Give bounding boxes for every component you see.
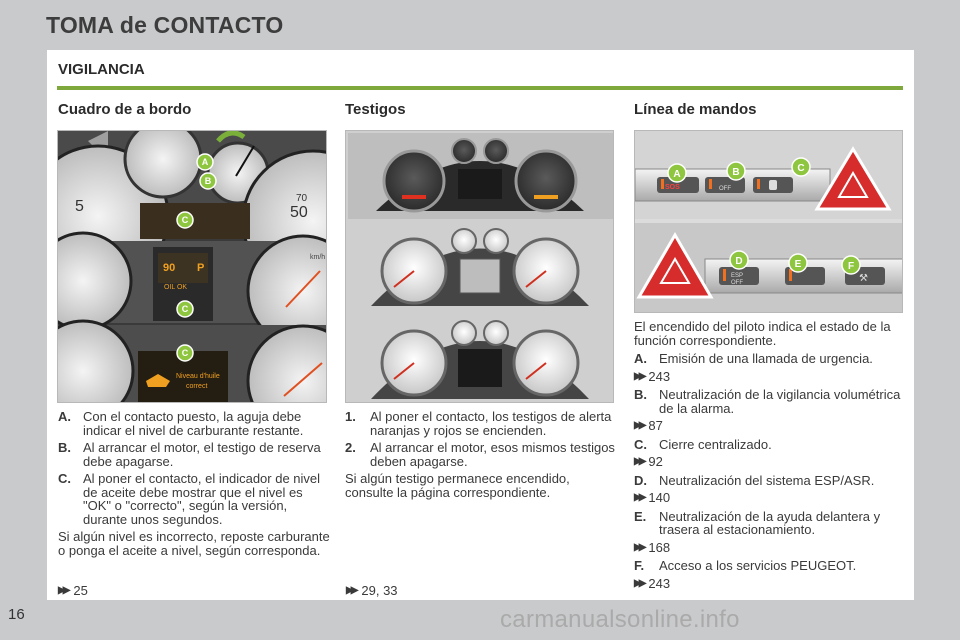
list-item: E.Neutralización de la ayuda delantera y…: [634, 508, 881, 537]
double-arrow-icon: ▶▶: [58, 585, 71, 596]
frame-right: [914, 50, 960, 640]
double-arrow-icon: ▶▶: [634, 370, 647, 382]
badge-c-middle: C: [182, 304, 189, 314]
page-ref[interactable]: ▶▶243: [634, 368, 671, 384]
list-item: 1.Al poner el contacto, los testigos de …: [345, 409, 612, 438]
page-ref[interactable]: ▶▶168: [634, 539, 671, 555]
frame-left: [0, 50, 47, 640]
svg-text:km/h: km/h: [310, 254, 325, 261]
page-ref[interactable]: ▶▶87: [634, 418, 663, 433]
mandos-intro: El encendido del piloto indica el estado…: [634, 319, 891, 348]
cuadro-text: A.Con el contacto puesto, la aguja debe …: [58, 410, 330, 557]
badge-b: B: [205, 176, 212, 186]
header-band: [0, 0, 960, 50]
testigos-page-ref[interactable]: ▶▶29, 33: [346, 583, 398, 598]
svg-text:5: 5: [75, 198, 84, 215]
double-arrow-icon: ▶▶: [634, 541, 647, 553]
svg-text:50: 50: [290, 204, 308, 221]
badge-f: F: [848, 261, 854, 272]
testigos-paragraph: Si algún testigo permanece encendido, co…: [345, 471, 570, 500]
badge-c: C: [797, 163, 804, 174]
page-ref[interactable]: ▶▶243: [634, 575, 671, 591]
oil-correct-display-line2: correct: [186, 383, 207, 390]
badge-b: B: [732, 167, 739, 178]
cuadro-paragraph: Si algún nivel es incorrecto, reposte ca…: [58, 529, 330, 558]
list-item: 2.Al arrancar el motor, esos mismos test…: [345, 440, 615, 469]
page-number: 16: [8, 606, 25, 623]
instrument-clusters-illustration: [348, 133, 613, 402]
page-ref[interactable]: ▶▶140: [634, 490, 671, 505]
alarm-off-label: OFF: [719, 186, 731, 192]
badge-a: A: [202, 157, 209, 167]
mandos-photo: SOS OFF ESP OFF ⚒ A B C D E F: [634, 130, 903, 313]
list-item: F.Acceso a los servicios PEUGEOT.: [634, 558, 857, 573]
list-item: C.Cierre centralizado.: [634, 436, 772, 452]
svg-text:90: 90: [163, 262, 175, 274]
badge-d: D: [735, 256, 742, 267]
double-arrow-icon: ▶▶: [346, 585, 359, 596]
hazard-triangle-icon: [636, 232, 714, 299]
oil-correct-display-line1: Niveau d'huile: [176, 373, 220, 380]
svg-text:P: P: [197, 262, 204, 274]
double-arrow-icon: ▶▶: [634, 420, 647, 431]
section-divider: [57, 86, 903, 90]
list-item: D.Neutralización del sistema ESP/ASR.: [634, 472, 875, 488]
badge-c-top: C: [182, 215, 189, 225]
double-arrow-icon: ▶▶: [634, 577, 647, 589]
watermark: carmanualsonline.info: [500, 606, 740, 633]
section-title: VIGILANCIA: [58, 61, 145, 78]
list-item: B.Neutralización de la vigilancia volumé…: [634, 387, 901, 416]
testigos-photo: [345, 130, 614, 403]
badge-e: E: [795, 259, 802, 270]
heading-linea-de-mandos: Línea de mandos: [634, 101, 757, 118]
heading-testigos: Testigos: [345, 101, 406, 118]
svg-text:⚒: ⚒: [859, 273, 868, 284]
oil-ok-display: OIL OK: [164, 284, 187, 291]
double-arrow-icon: ▶▶: [634, 456, 647, 467]
list-item: A.Con el contacto puesto, la aguja debe …: [58, 409, 304, 438]
sos-button-label: SOS: [665, 184, 680, 191]
badge-a: A: [673, 169, 680, 180]
esp-off-label: OFF: [731, 280, 743, 286]
hazard-triangle-icon: [814, 146, 892, 211]
double-arrow-icon: ▶▶: [634, 492, 647, 503]
list-item: C.Al poner el contacto, el indicador de …: [58, 471, 321, 527]
mandos-text: El encendido del piloto indica el estado…: [634, 319, 908, 595]
svg-text:70: 70: [296, 193, 308, 204]
list-item: A.Emisión de una llamada de urgencia.: [634, 351, 873, 366]
dashboard-photo: 5 50 70 90 P OIL OK km/h Niveau d'huile …: [57, 130, 327, 403]
cuadro-page-ref[interactable]: ▶▶25: [58, 583, 88, 598]
dashboard-illustration: 5 50 70 90 P OIL OK km/h Niveau d'huile …: [58, 131, 326, 402]
frame-bottom: [0, 600, 960, 640]
list-item: B.Al arrancar el motor, el testigo de re…: [58, 440, 321, 469]
esp-label: ESP: [731, 273, 743, 279]
heading-cuadro-de-a-bordo: Cuadro de a bordo: [58, 101, 192, 118]
page-title: TOMA de CONTACTO: [46, 12, 284, 38]
control-buttons-illustration: SOS OFF ESP OFF ⚒ A B C D E F: [635, 131, 902, 312]
badge-c-bottom: C: [182, 348, 189, 358]
page-ref[interactable]: ▶▶92: [634, 454, 663, 469]
testigos-text: 1.Al poner el contacto, los testigos de …: [345, 410, 617, 499]
